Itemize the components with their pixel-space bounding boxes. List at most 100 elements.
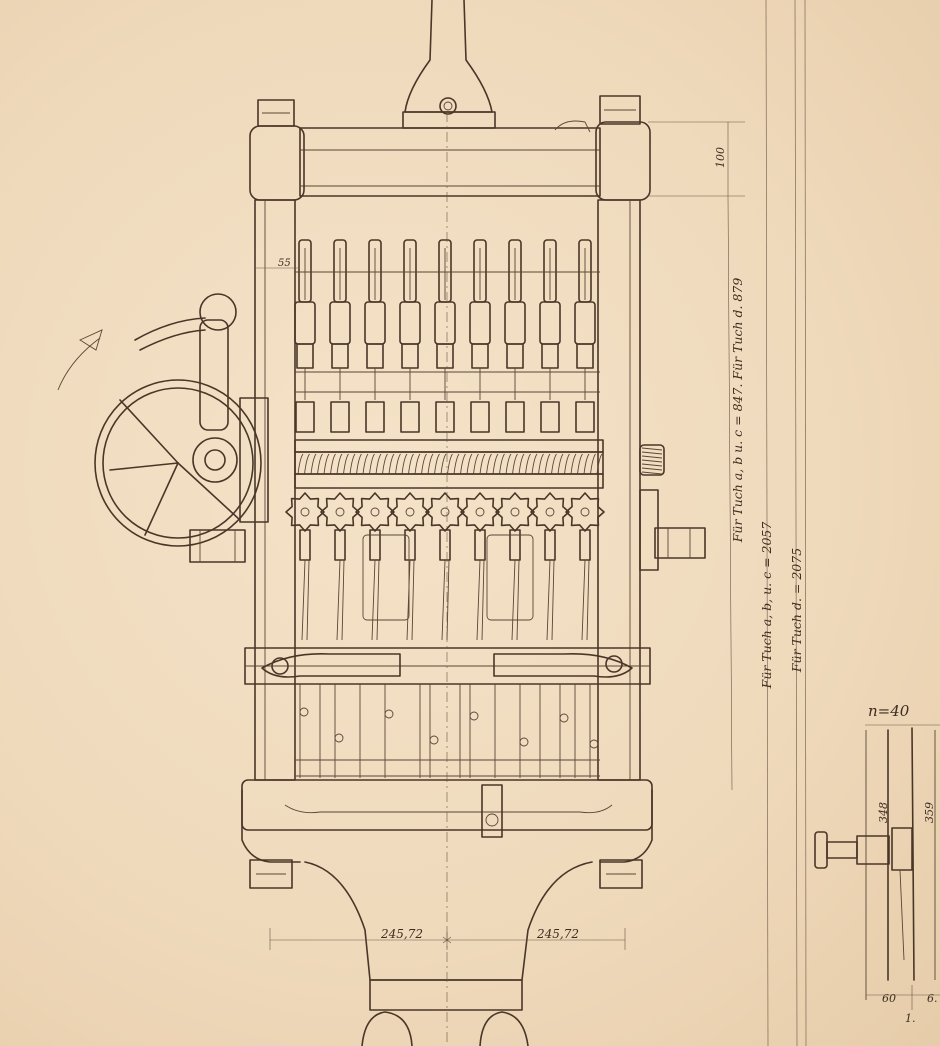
rack-tooth xyxy=(525,453,531,475)
rack-tooth xyxy=(375,453,382,475)
rack-tooth xyxy=(460,453,466,475)
spring-coil xyxy=(641,451,663,455)
guide-rod xyxy=(384,684,394,778)
lower-spindle xyxy=(369,529,381,641)
rack-tooth xyxy=(453,453,460,475)
rack-tooth xyxy=(479,453,486,475)
rack-tooth xyxy=(434,453,440,475)
spindle-holder xyxy=(364,239,386,433)
dim-offset: 55 xyxy=(278,258,291,269)
rack-tooth xyxy=(583,453,590,475)
gear-wheel xyxy=(530,492,570,532)
gear-wheel xyxy=(355,492,395,532)
guide-rod xyxy=(559,684,569,778)
side-view-detail xyxy=(814,724,940,1010)
sheet-border-line xyxy=(794,0,798,1046)
dimension-lines xyxy=(256,112,745,1046)
rack-tooth xyxy=(310,453,317,475)
side-note: 1. xyxy=(905,1012,916,1025)
sheet-border-line xyxy=(765,0,769,1046)
sheet-border-line xyxy=(804,0,807,1046)
toothed-rack xyxy=(294,439,665,489)
rack-tooth xyxy=(414,453,421,475)
spring-coil xyxy=(641,467,663,471)
guide-rod xyxy=(299,684,309,778)
lower-spindle xyxy=(439,529,451,641)
right-bearing-fitting xyxy=(639,489,706,571)
spindle-holder xyxy=(434,239,456,433)
upper-spindle-row xyxy=(294,239,600,433)
rack-tooth xyxy=(577,453,583,475)
lower-spindle xyxy=(579,529,591,641)
rack-tooth xyxy=(362,453,369,475)
spindle-holder xyxy=(539,239,561,433)
dim-right-half-width: 245,72 xyxy=(536,927,579,941)
rack-tooth xyxy=(544,453,551,475)
rack-tooth xyxy=(557,453,564,475)
rack-tooth xyxy=(336,453,343,475)
lower-spindle xyxy=(544,529,556,641)
rack-tooth xyxy=(408,453,414,475)
rack-tooth xyxy=(512,453,518,475)
side-label: n=40 xyxy=(868,702,910,720)
rack-tooth xyxy=(596,453,603,475)
lower-spindle xyxy=(404,529,416,641)
gear-wheel-row xyxy=(285,492,605,532)
rack-tooth xyxy=(330,453,336,475)
rack-tooth xyxy=(304,453,310,475)
rack-tooth xyxy=(570,453,577,475)
rack-tooth xyxy=(421,453,427,475)
inspection-window xyxy=(486,534,534,621)
rack-tooth xyxy=(382,453,388,475)
lower-spindle xyxy=(474,529,486,641)
lower-spindle xyxy=(334,529,346,641)
dim-height-847-879: Für Tuch a, b u. c = 847. Für Tuch d. 87… xyxy=(730,278,745,544)
dim-height-2057: Für Tuch a, b, u. c = 2057 xyxy=(759,522,774,690)
rack-tooth xyxy=(356,453,362,475)
side-dim-partial: 6. xyxy=(927,992,938,1005)
spindle-holder xyxy=(504,239,526,433)
guide-rod xyxy=(334,684,344,778)
spring-coil xyxy=(641,455,663,459)
spindle-holder xyxy=(469,239,491,433)
top-column xyxy=(402,0,496,129)
side-dim-348: 348 xyxy=(877,802,890,823)
side-dim-359: 359 xyxy=(923,802,936,823)
rack-tooth xyxy=(531,453,538,475)
guide-rod xyxy=(589,684,599,778)
gear-wheel xyxy=(565,492,605,532)
rack-tooth xyxy=(590,453,596,475)
rack-tooth xyxy=(401,453,408,475)
rack-tooth xyxy=(427,453,434,475)
rack-tooth xyxy=(447,453,453,475)
gear-wheel xyxy=(495,492,535,532)
spring-coil xyxy=(641,463,663,467)
side-dim-60: 60 xyxy=(882,992,896,1005)
hand-wheel xyxy=(57,293,269,563)
lower-guide-rods xyxy=(295,684,600,778)
spindle-holder xyxy=(399,239,421,433)
gear-wheel xyxy=(425,492,465,532)
rack-tooth xyxy=(473,453,479,475)
rack-tooth xyxy=(343,453,349,475)
spring-coil xyxy=(641,459,663,463)
rack-tooth xyxy=(388,453,395,475)
gear-wheel xyxy=(460,492,500,532)
rack-tooth xyxy=(518,453,525,475)
spindle-holder xyxy=(294,239,316,433)
spring-coil xyxy=(641,471,663,475)
lower-spindle xyxy=(509,529,521,641)
rack-tooth xyxy=(466,453,473,475)
lower-crossbar xyxy=(244,647,651,685)
dim-top-height: 100 xyxy=(714,147,727,168)
frame-uprights xyxy=(254,199,641,781)
dim-height-2075: Für Tuch d. = 2075 xyxy=(789,548,804,673)
guide-rod xyxy=(469,684,479,778)
rack-tooth xyxy=(349,453,356,475)
spring-coil xyxy=(641,447,663,451)
rack-tooth xyxy=(551,453,557,475)
rack-tooth xyxy=(440,453,447,475)
top-crossbeam xyxy=(249,95,651,201)
